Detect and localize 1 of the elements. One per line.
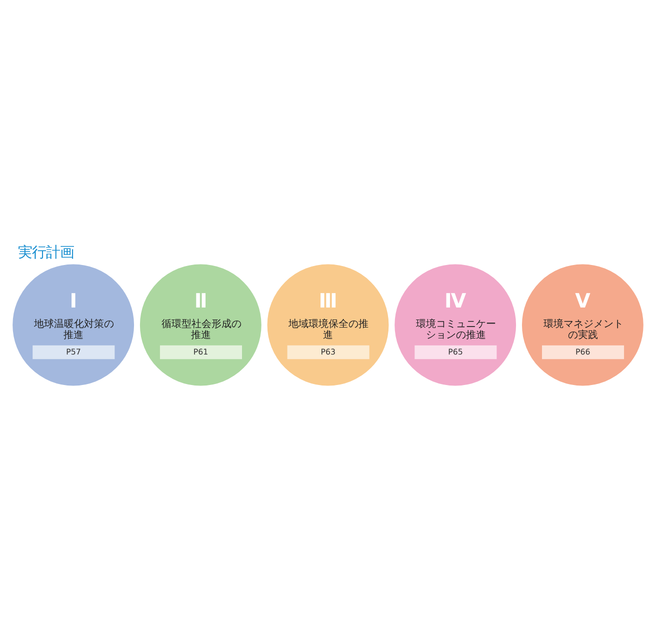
diagram-title: 実行計画 [18,244,74,260]
